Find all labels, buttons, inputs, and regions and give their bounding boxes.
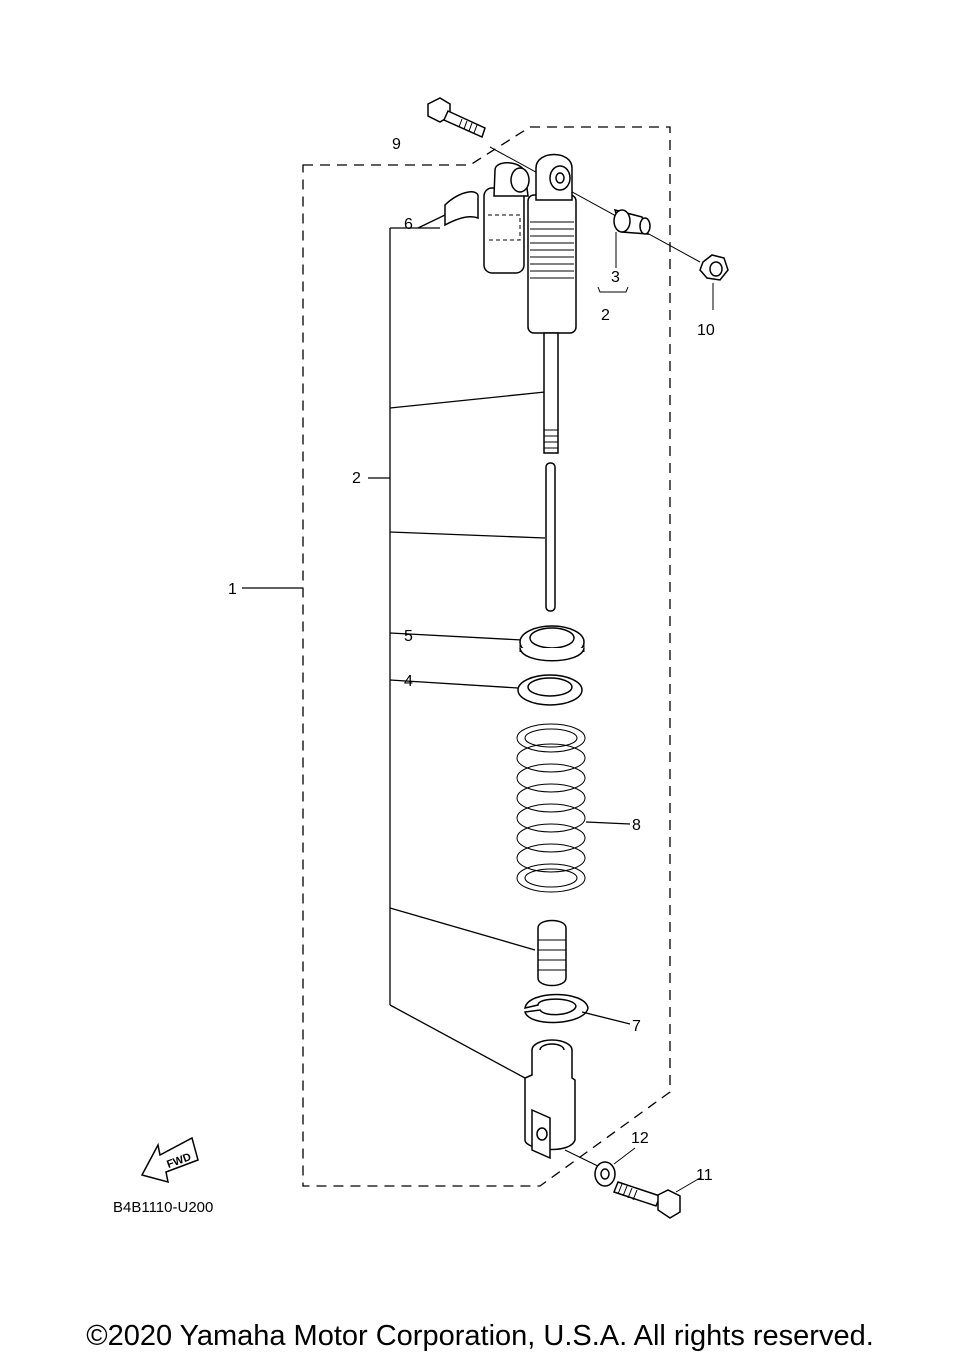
- label-2b: 2: [601, 307, 610, 324]
- lower-clevis: [524, 1039, 576, 1160]
- label-10: 10: [697, 322, 715, 339]
- label-strip-6: [444, 191, 479, 227]
- push-rod: [545, 462, 556, 612]
- label-6: 6: [404, 216, 413, 233]
- copyright-notice: ©2020 Yamaha Motor Corporation, U.S.A. A…: [86, 1320, 874, 1352]
- diagram-code: B4B1110-U200: [113, 1199, 213, 1216]
- label-7: 7: [632, 1018, 641, 1035]
- nut-10: [699, 254, 729, 281]
- spring-8: [516, 723, 586, 893]
- label-3: 3: [611, 269, 620, 286]
- shock-body: [527, 153, 577, 334]
- bolt-11: [613, 1181, 681, 1219]
- piston-rod: [543, 332, 559, 454]
- assembly-boundary: [302, 126, 671, 1187]
- label-9: 9: [392, 136, 401, 153]
- label-8: 8: [632, 817, 641, 834]
- reservoir: [483, 162, 530, 274]
- part-2-bracket: [368, 227, 546, 1079]
- collar-3: [613, 208, 651, 235]
- label-2: 2: [352, 470, 361, 487]
- bump-stopper: [537, 919, 567, 987]
- bolt-9: [427, 97, 486, 139]
- label-12: 12: [631, 1130, 649, 1147]
- label-5: 5: [404, 628, 413, 645]
- fwd-arrow-icon: FWD: [140, 1136, 199, 1184]
- label-4: 4: [404, 673, 413, 690]
- label-1: 1: [228, 581, 237, 598]
- stopper-plate-7: [524, 993, 589, 1024]
- ring-nut-4: [517, 674, 583, 706]
- washer-12: [594, 1161, 616, 1187]
- ring-nut-5: [519, 625, 585, 662]
- label-11: 11: [696, 1167, 713, 1184]
